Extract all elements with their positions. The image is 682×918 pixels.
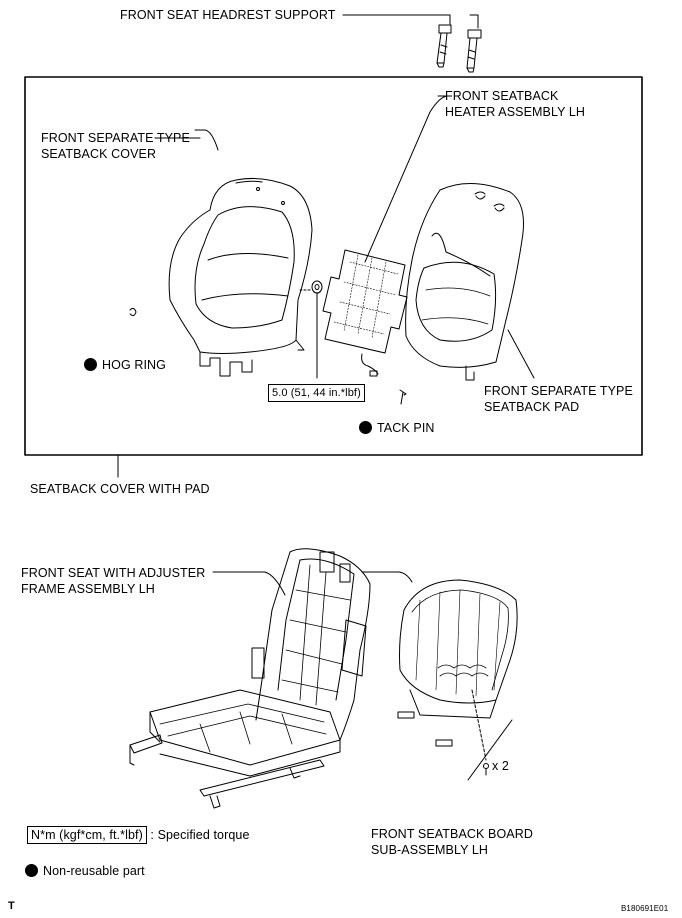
figure-id: B180691E01 bbox=[621, 904, 669, 913]
footer-mark: T bbox=[8, 900, 15, 912]
seatback-pad-label-line1: FRONT SEPARATE TYPE bbox=[484, 384, 633, 398]
legend-nonreusable: Non-reusable part bbox=[25, 863, 145, 879]
legend-nonreusable-text: Non-reusable part bbox=[43, 864, 145, 878]
seat-frame-drawing bbox=[129, 548, 371, 809]
hog-ring-text: HOG RING bbox=[102, 358, 166, 372]
seatback-cover-drawing bbox=[129, 129, 313, 377]
headrest-support-drawing bbox=[342, 14, 482, 73]
heater-assembly-label-line1: FRONT SEATBACK bbox=[445, 89, 559, 103]
hog-ring-label: HOG RING bbox=[84, 357, 166, 373]
screw-count-label: x 2 bbox=[492, 759, 509, 773]
nut-drawing bbox=[299, 280, 323, 379]
heater-assembly-drawing bbox=[322, 95, 449, 377]
nonreusable-dot-icon bbox=[359, 421, 372, 434]
seatback-group-frame bbox=[24, 76, 643, 456]
board-label-line1: FRONT SEATBACK BOARD bbox=[371, 827, 533, 841]
tack-pin-text: TACK PIN bbox=[377, 421, 435, 435]
legend-torque-desc: : Specified torque bbox=[150, 828, 250, 842]
legend-torque-unit: N*m (kgf*cm, ft.*lbf) bbox=[27, 826, 147, 844]
torque-value: 5.0 (51, 44 in.*lbf) bbox=[268, 384, 365, 402]
nonreusable-dot-icon bbox=[84, 358, 97, 371]
headrest-support-label: FRONT SEAT HEADREST SUPPORT bbox=[120, 8, 336, 22]
heater-assembly-label-line2: HEATER ASSEMBLY LH bbox=[445, 105, 586, 119]
legend-torque: N*m (kgf*cm, ft.*lbf) : Specified torque bbox=[27, 826, 250, 844]
board-label-line2: SUB-ASSEMBLY LH bbox=[371, 843, 489, 857]
cover-with-pad-label: SEATBACK COVER WITH PAD bbox=[30, 482, 210, 496]
seatback-pad-label-line2: SEATBACK PAD bbox=[484, 400, 580, 414]
tack-pin-label: TACK PIN bbox=[359, 420, 435, 436]
seatback-board-drawing bbox=[361, 571, 518, 781]
nonreusable-dot-icon bbox=[25, 864, 38, 877]
seatback-cover-label-line2: SEATBACK COVER bbox=[41, 147, 157, 161]
seatback-pad-drawing bbox=[405, 182, 535, 381]
torque-value-box: 5.0 (51, 44 in.*lbf) bbox=[268, 384, 365, 402]
seat-frame-label-line1: FRONT SEAT WITH ADJUSTER bbox=[21, 566, 206, 580]
seatback-cover-label-line1: FRONT SEPARATE TYPE bbox=[41, 131, 190, 145]
tack-pin-drawing bbox=[399, 389, 407, 405]
seat-frame-label-line2: FRAME ASSEMBLY LH bbox=[21, 582, 155, 596]
